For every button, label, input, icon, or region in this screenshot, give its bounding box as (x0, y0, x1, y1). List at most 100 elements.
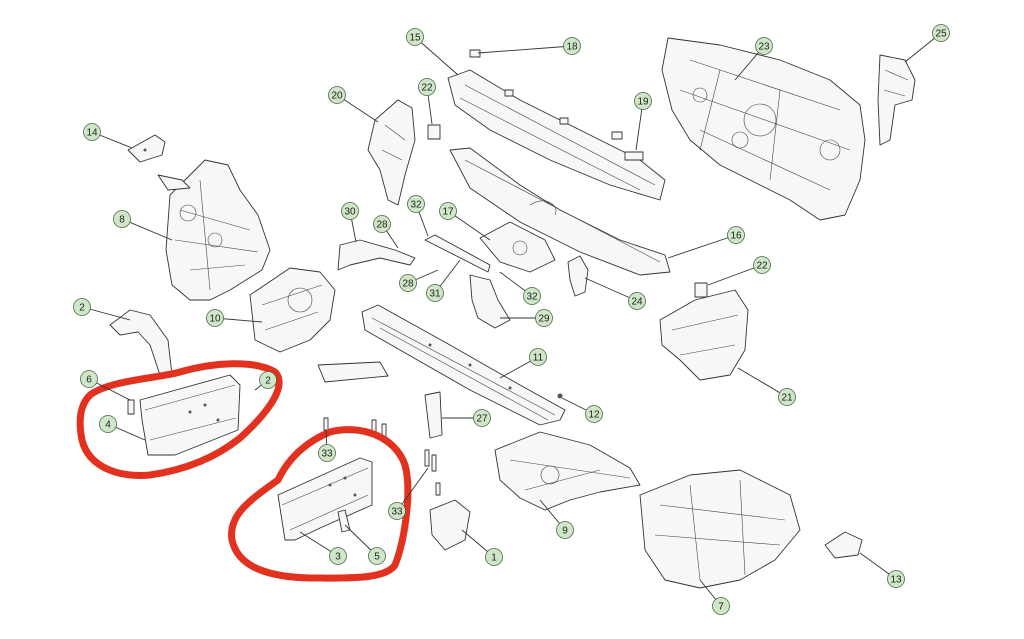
callout-5: 5 (344, 524, 386, 565)
callout-bubble (753, 256, 771, 274)
callout-label: 3 (335, 552, 341, 563)
part-27-strip (424, 391, 443, 439)
callout-21: 21 (737, 367, 796, 406)
part-11-cross-member (361, 304, 566, 426)
leader-line (667, 234, 737, 259)
callout-bubble (73, 298, 91, 316)
callout-label: 12 (588, 410, 600, 421)
callout-label: 23 (758, 42, 770, 53)
part-17-bracket (479, 221, 556, 273)
callout-9: 9 (539, 499, 574, 539)
callout-label: 4 (105, 420, 111, 431)
callout-33: 33 (318, 429, 336, 462)
callout-bubble (485, 548, 503, 566)
callout-24: 24 (584, 277, 646, 310)
leader-line (737, 367, 788, 398)
callout-label: 6 (86, 375, 92, 386)
callout-bubble (373, 215, 391, 233)
callout-label: 17 (442, 207, 454, 218)
callout-20: 20 (328, 86, 379, 123)
callout-label: 15 (409, 33, 421, 44)
callout-14: 14 (83, 123, 133, 149)
callout-bubble (406, 28, 424, 46)
part-29-stay (469, 274, 511, 329)
callout-28: 28 (399, 269, 439, 292)
part-9-wheelhouse-right (494, 431, 641, 511)
callout-bubble (399, 274, 417, 292)
callout-32: 32 (407, 195, 429, 237)
callout-13: 13 (859, 552, 905, 588)
callout-label: 31 (429, 289, 441, 300)
callout-bubble (473, 409, 491, 427)
part-3-front-rail-right (277, 457, 373, 541)
callout-2: 2 (73, 298, 131, 321)
part-31-bar (424, 234, 491, 273)
part-16-cowl-lower (449, 147, 671, 276)
callout-17: 17 (439, 202, 491, 241)
callout-label: 28 (402, 279, 414, 290)
callout-bubble (634, 92, 652, 110)
callout-label: 22 (756, 261, 768, 272)
callout-label: 8 (119, 215, 125, 226)
callout-label: 10 (209, 314, 221, 325)
part-1-bracket (429, 499, 471, 551)
callout-label: 24 (631, 297, 643, 308)
callout-label: 1 (491, 553, 497, 564)
callout-bubble (206, 309, 224, 327)
callout-16: 16 (667, 226, 745, 259)
callout-8: 8 (113, 210, 173, 241)
callout-2: 2 (254, 371, 277, 391)
callout-27: 27 (442, 409, 491, 427)
callout-label: 14 (86, 128, 98, 139)
part-24-bracket (567, 255, 589, 297)
callout-bubble (523, 287, 541, 305)
callout-32: 32 (499, 271, 541, 305)
callout-label: 29 (538, 314, 550, 325)
callout-label: 33 (391, 507, 403, 518)
callout-label: 21 (781, 393, 793, 404)
callout-28: 28 (373, 215, 399, 249)
part-7-front-apron (639, 469, 801, 589)
callout-31: 31 (426, 259, 461, 302)
callout-29: 29 (500, 309, 553, 327)
callout-label: 30 (344, 207, 356, 218)
callout-label: 7 (718, 602, 724, 613)
part-4-front-rail-left (139, 374, 241, 456)
part-22-small-bracket-lower (694, 282, 708, 298)
callout-bubble (368, 547, 386, 565)
callout-bubble (778, 388, 796, 406)
highlight-right-rail-assembly (228, 426, 412, 582)
callout-bubble (113, 210, 131, 228)
callout-bubble (932, 24, 950, 42)
callout-label: 22 (421, 83, 433, 94)
part-12-bolt (557, 393, 563, 399)
callout-bubble (329, 547, 347, 565)
callout-4: 4 (99, 415, 146, 441)
callout-layer: 1223456789101112131415161718192021222223… (73, 24, 950, 615)
callout-25: 25 (904, 24, 950, 63)
callout-bubble (755, 37, 773, 55)
leader-line (414, 36, 459, 76)
part-10-wheelhouse-inner (249, 267, 336, 353)
leader-line (477, 45, 573, 54)
callout-label: 5 (374, 552, 380, 563)
part-8-strut-tower (157, 159, 271, 301)
callout-bubble (556, 521, 574, 539)
part-14-bracket (127, 134, 166, 163)
part-21-apron-bracket (659, 289, 749, 381)
callout-bubble (535, 309, 553, 327)
callout-label: 19 (637, 97, 649, 108)
callout-bubble (887, 570, 905, 588)
callout-label: 33 (321, 449, 333, 460)
callout-bubble (83, 123, 101, 141)
callout-23: 23 (734, 37, 773, 81)
callout-bubble (388, 502, 406, 520)
callout-12: 12 (561, 397, 603, 423)
callout-label: 18 (566, 42, 578, 53)
callout-7: 7 (699, 579, 730, 615)
callout-22: 22 (707, 256, 771, 286)
callout-label: 13 (890, 575, 902, 586)
leader-line (584, 277, 638, 302)
callout-bubble (426, 284, 444, 302)
